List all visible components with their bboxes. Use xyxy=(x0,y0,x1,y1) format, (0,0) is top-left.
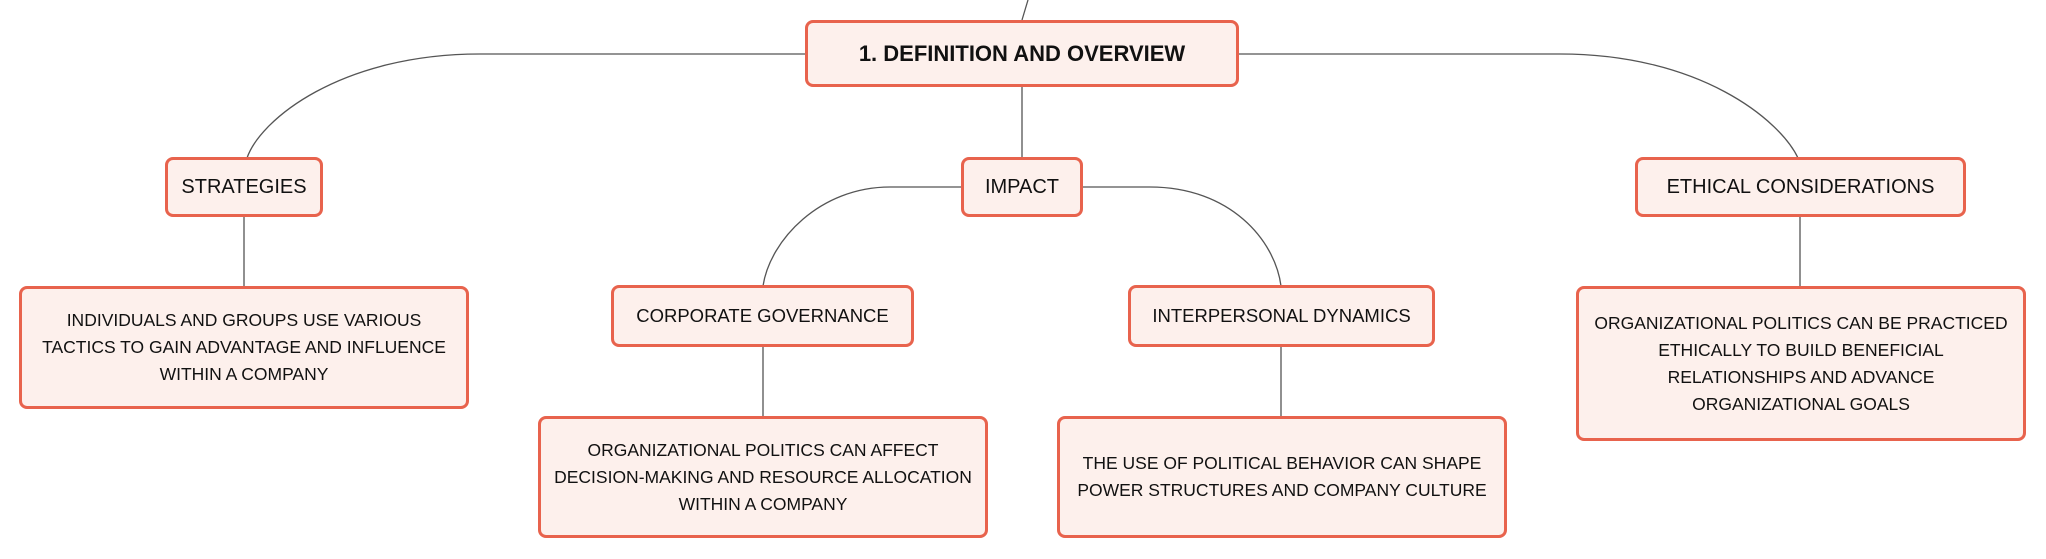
connector-impact-to-interpersonal-dynamics xyxy=(1083,186,1282,287)
interpersonal-dynamics-detail-node[interactable]: THE USE OF POLITICAL BEHAVIOR CAN SHAPE … xyxy=(1057,416,1507,538)
impact-node[interactable]: IMPACT xyxy=(961,157,1083,217)
connector-parent-to-root xyxy=(1021,0,1029,21)
ethical-considerations-detail-node[interactable]: ORGANIZATIONAL POLITICS CAN BE PRACTICED… xyxy=(1576,286,2026,441)
interpersonal-dynamics-label: INTERPERSONAL DYNAMICS xyxy=(1152,305,1411,326)
ethical-considerations-node[interactable]: ETHICAL CONSIDERATIONS xyxy=(1635,157,1966,217)
corporate-governance-label: CORPORATE GOVERNANCE xyxy=(636,305,889,326)
connector-root-to-ethical xyxy=(1239,53,1799,159)
strategies-detail-node[interactable]: INDIVIDUALS AND GROUPS USE VARIOUS TACTI… xyxy=(19,286,469,409)
ethical-considerations-label: ETHICAL CONSIDERATIONS xyxy=(1666,175,1935,198)
ethical-considerations-detail-text: ORGANIZATIONAL POLITICS CAN BE PRACTICED… xyxy=(1594,312,2008,414)
interpersonal-dynamics-node[interactable]: INTERPERSONAL DYNAMICS xyxy=(1128,285,1435,347)
connector-impact-to-corporate-governance xyxy=(762,186,962,287)
strategies-label: STRATEGIES xyxy=(181,175,307,198)
corporate-governance-detail-node[interactable]: ORGANIZATIONAL POLITICS CAN AFFECT DECIS… xyxy=(538,416,988,538)
root-topic-label: 1. DEFINITION AND OVERVIEW xyxy=(858,40,1186,66)
corporate-governance-node[interactable]: CORPORATE GOVERNANCE xyxy=(611,285,914,347)
impact-label: IMPACT xyxy=(984,175,1060,198)
corporate-governance-detail-text: ORGANIZATIONAL POLITICS CAN AFFECT DECIS… xyxy=(554,439,972,514)
interpersonal-dynamics-detail-text: THE USE OF POLITICAL BEHAVIOR CAN SHAPE … xyxy=(1077,453,1487,500)
connector-root-to-strategies xyxy=(246,53,805,159)
root-topic-node[interactable]: 1. DEFINITION AND OVERVIEW xyxy=(805,20,1239,87)
strategies-detail-text: INDIVIDUALS AND GROUPS USE VARIOUS TACTI… xyxy=(42,310,446,384)
strategies-node[interactable]: STRATEGIES xyxy=(165,157,323,217)
